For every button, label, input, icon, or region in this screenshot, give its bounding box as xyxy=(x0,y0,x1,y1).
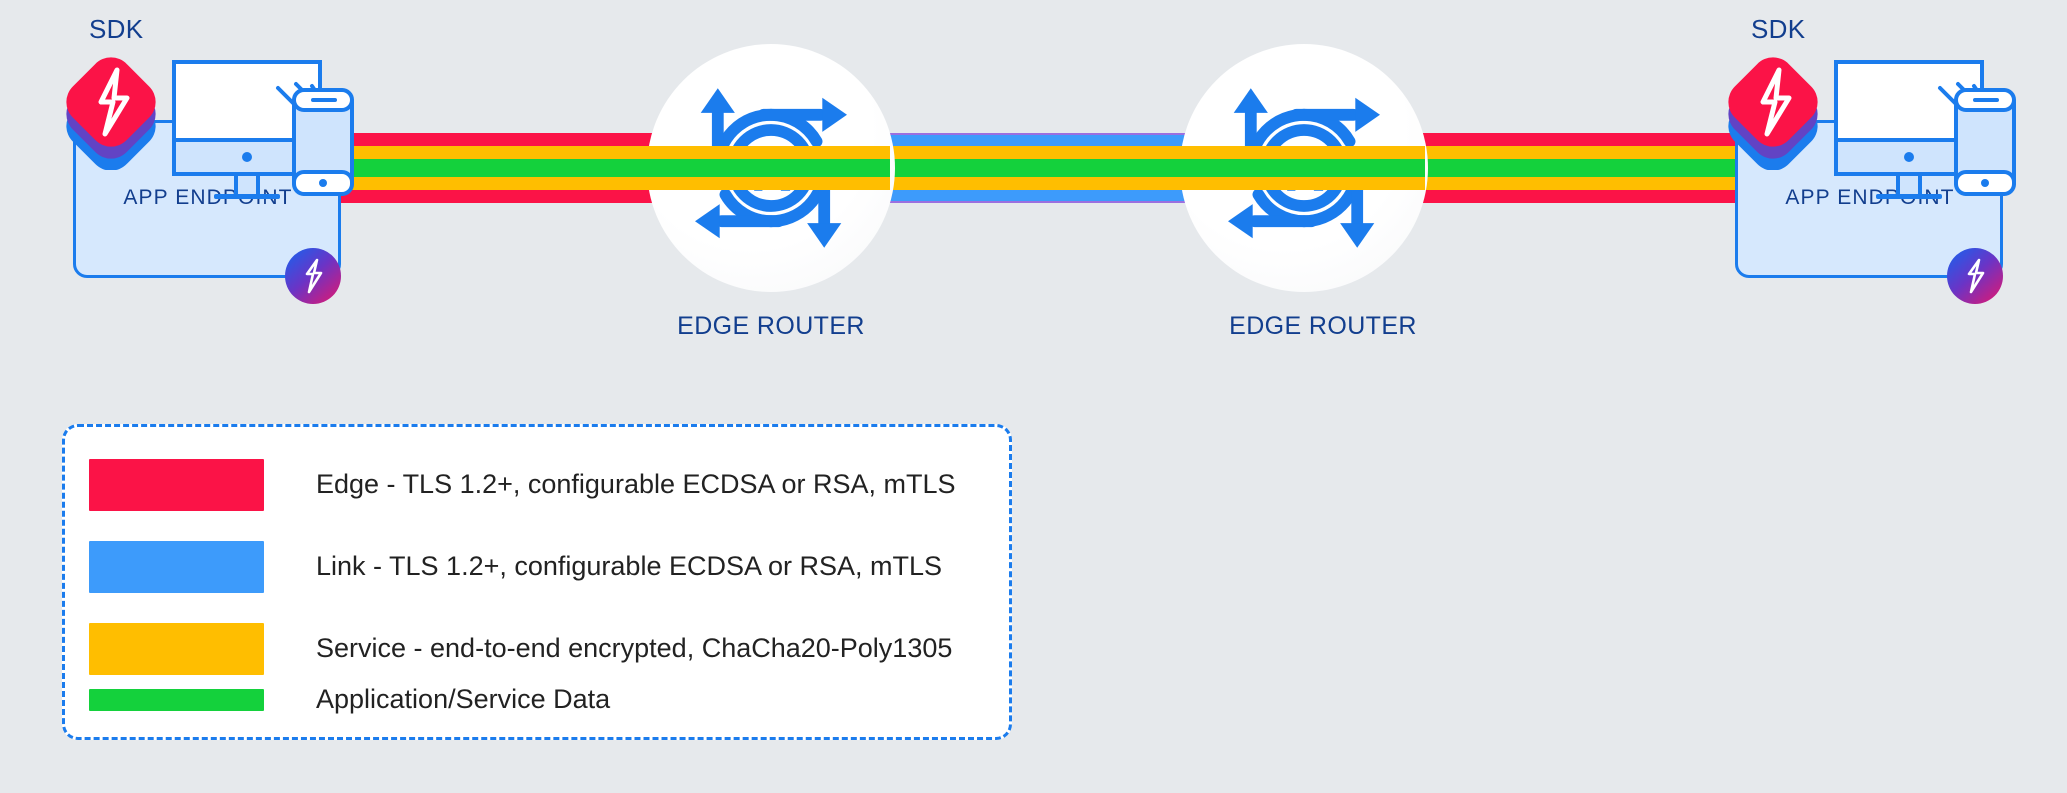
stripe-data xyxy=(1175,159,1425,177)
stripe-link-bot-border xyxy=(730,201,1330,203)
legend-label: Link - TLS 1.2+, configurable ECDSA or R… xyxy=(316,551,943,582)
through-stripes-right-router xyxy=(1175,146,1425,190)
legend-item-service: Service - end-to-end encrypted, ChaCha20… xyxy=(89,623,989,675)
bolt-glyph-icon xyxy=(1967,258,1985,294)
legend-label: Application/Service Data xyxy=(316,684,611,714)
stripe-link-top-border xyxy=(730,133,1330,135)
stripe-link-bot xyxy=(730,190,1330,201)
stripe-service-bot xyxy=(640,177,890,190)
sdk-stack-icon xyxy=(66,57,156,170)
ziti-bolt-badge-icon xyxy=(285,248,341,304)
legend-label: Service - end-to-end encrypted, ChaCha20… xyxy=(316,633,953,664)
legend-swatch-link xyxy=(89,541,264,593)
stripe-link-top xyxy=(730,135,1330,146)
legend-label: Edge - TLS 1.2+, configurable ECDSA or R… xyxy=(316,469,956,500)
legend-panel: Edge - TLS 1.2+, configurable ECDSA or R… xyxy=(62,424,1012,740)
stripe-service-top xyxy=(1175,146,1425,159)
legend-item-link: Link - TLS 1.2+, configurable ECDSA or R… xyxy=(89,541,989,593)
stripe-service-top xyxy=(640,146,890,159)
left-router-label: EDGE ROUTER xyxy=(677,312,865,340)
sdk-stack-icon xyxy=(1728,57,1818,170)
right-router-label: EDGE ROUTER xyxy=(1229,312,1417,340)
legend-item-edge: Edge - TLS 1.2+, configurable ECDSA or R… xyxy=(89,459,989,511)
left-endpoint-group[interactable]: APP ENDPOINT SDK xyxy=(66,14,354,304)
legend-swatch-edge xyxy=(89,459,264,511)
bolt-glyph-icon xyxy=(305,258,323,294)
sdk-label: SDK xyxy=(1751,14,1806,44)
stripe-data xyxy=(640,159,890,177)
desktop-and-phone-icon xyxy=(1834,60,2016,199)
legend-swatch-service xyxy=(89,623,264,675)
legend-swatch-data xyxy=(89,688,264,711)
ziti-bolt-badge-icon xyxy=(1947,248,2003,304)
desktop-and-phone-icon xyxy=(172,60,354,199)
legend-item-data: Application/Service Data xyxy=(89,684,989,715)
stripe-service-bot xyxy=(1175,177,1425,190)
right-endpoint-group[interactable]: APP ENDPOINT SDK xyxy=(1728,14,2016,304)
through-stripes-left-router xyxy=(640,146,890,190)
sdk-label: SDK xyxy=(89,14,144,44)
